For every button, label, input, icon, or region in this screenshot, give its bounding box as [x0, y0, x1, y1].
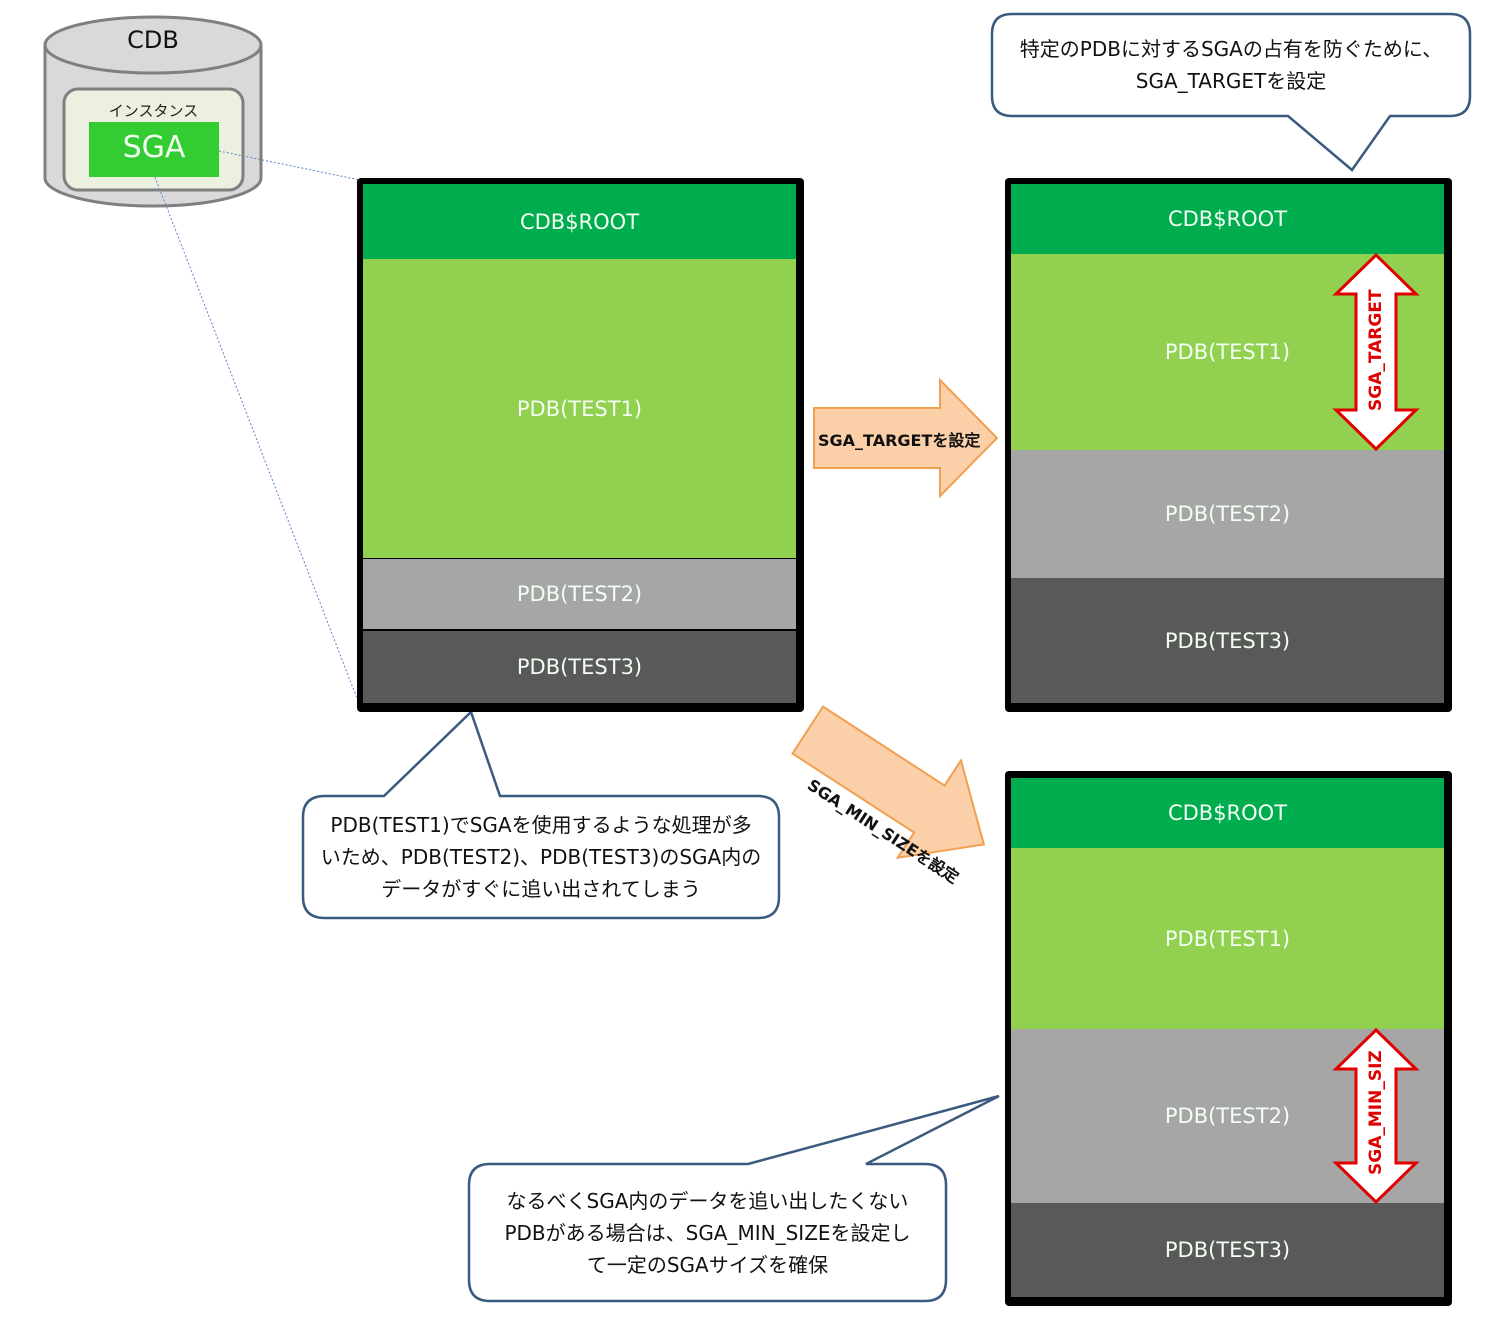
- callout-problem-text: PDB(TEST1)でSGAを使用するような処理が多 いため、PDB(TEST2…: [320, 813, 762, 901]
- segment-pdb-test2: PDB(TEST2): [1011, 450, 1444, 578]
- segment-label: CDB$ROOT: [1167, 801, 1288, 825]
- segment-label: PDB(TEST2): [516, 582, 643, 606]
- callout-min-size-text: なるべくSGA内のデータを追い出したくない PDBがある場合は、SGA_MIN_…: [504, 1189, 911, 1277]
- segment-cdb-root: CDB$ROOT: [1011, 184, 1444, 254]
- arrow-to-min-size-label: SGA_MIN_SIZEを設定: [804, 775, 963, 888]
- segment-label: PDB(TEST1): [1164, 340, 1291, 364]
- connector-line-bottom: [154, 176, 361, 707]
- sga-label: SGA: [122, 130, 186, 165]
- segment-label: PDB(TEST2): [1164, 1104, 1291, 1128]
- sga-min-size-limit-label: SGA_MIN_SIZ: [1366, 1050, 1386, 1175]
- segment-pdb-test3: PDB(TEST3): [1011, 578, 1444, 703]
- segment-label: PDB(TEST3): [516, 655, 643, 679]
- memory-stack-sga-target: CDB$ROOT PDB(TEST1) PDB(TEST2) PDB(TEST3…: [1005, 178, 1452, 712]
- memory-stack-before: CDB$ROOT PDB(TEST1) PDB(TEST2) PDB(TEST3…: [357, 178, 804, 712]
- instance-label: インスタンス: [108, 102, 199, 120]
- segment-label: PDB(TEST2): [1164, 502, 1291, 526]
- callout-target-text: 特定のPDBに対するSGAの占有を防ぐために、 SGA_TARGETを設定: [1019, 37, 1443, 93]
- segment-label: PDB(TEST1): [1164, 926, 1291, 951]
- segment-label: PDB(TEST3): [1164, 1238, 1291, 1262]
- sga-target-limit-label: SGA_TARGET: [1366, 289, 1386, 411]
- segment-label: CDB$ROOT: [1167, 207, 1288, 231]
- segment-pdb-test3: PDB(TEST3): [1011, 1203, 1444, 1297]
- segment-label: PDB(TEST1): [516, 396, 643, 421]
- segment-label: PDB(TEST3): [1164, 628, 1291, 653]
- segment-cdb-root: CDB$ROOT: [363, 184, 796, 259]
- memory-stack-sga-min-size: CDB$ROOT PDB(TEST1) PDB(TEST2) PDB(TEST3…: [1005, 771, 1452, 1306]
- segment-cdb-root: CDB$ROOT: [1011, 778, 1444, 848]
- segment-pdb-test1: PDB(TEST1): [363, 259, 796, 558]
- cdb-label: CDB: [127, 26, 179, 54]
- segment-pdb-test1: PDB(TEST1): [1011, 848, 1444, 1029]
- segment-pdb-test3: PDB(TEST3): [363, 631, 796, 703]
- connector-line-top: [218, 150, 361, 181]
- arrow-to-target-label: SGA_TARGETを設定: [818, 431, 981, 450]
- segment-label: CDB$ROOT: [519, 209, 640, 234]
- segment-pdb-test2: PDB(TEST2): [363, 559, 796, 629]
